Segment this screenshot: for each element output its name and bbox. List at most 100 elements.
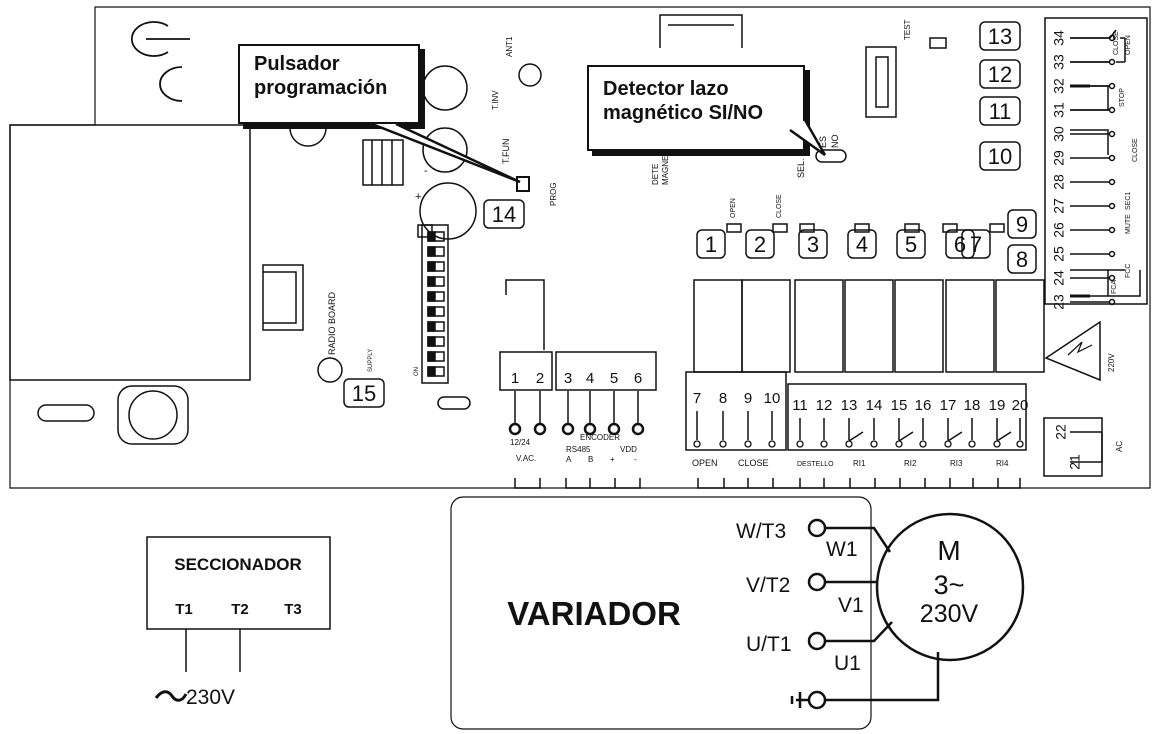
led <box>799 223 815 233</box>
v220-label: 220V <box>1107 353 1116 372</box>
relay <box>945 279 995 373</box>
numbered-box-label: 7 <box>970 232 982 257</box>
numbered-box-label: 6 <box>954 232 966 257</box>
numbered-box-6: 6 <box>945 229 975 259</box>
terminal-7: 7 <box>693 390 701 407</box>
magne-label: MAGNE <box>661 156 670 185</box>
variador-wt3: W/T3 <box>736 520 786 543</box>
dip-switch-bank[interactable] <box>421 224 449 384</box>
dip-switch-knob <box>427 276 436 287</box>
ac-tilde-icon <box>154 690 188 702</box>
motor-m: M <box>937 535 960 566</box>
numbered-box-8: 8 <box>1007 244 1037 274</box>
numbered-box-label: 1 <box>705 232 717 257</box>
terminal-screw <box>631 422 645 436</box>
es-label: ES <box>818 136 828 148</box>
led <box>854 223 870 233</box>
numbered-box-13: 13 <box>979 21 1021 51</box>
numbered-box-7: 7 <box>961 229 991 259</box>
dip-switch-knob <box>427 246 436 257</box>
terminal-10: 10 <box>764 390 781 407</box>
dip-switch-knob <box>427 351 436 362</box>
enc-plus-label: + <box>610 455 615 464</box>
led <box>772 223 788 233</box>
dip-on-label: ON <box>414 367 420 376</box>
numbered-box-label: 15 <box>352 381 376 406</box>
numbered-box-3: 3 <box>798 229 828 259</box>
callout-detector-lazo: Detector lazo magnético SI/NO <box>587 65 805 151</box>
destello-label: DESTELLO <box>797 461 834 468</box>
motor-voltage: 230V <box>920 600 979 628</box>
terminal-screw <box>508 422 522 436</box>
seccionador-t3: T3 <box>284 601 302 618</box>
ac-label: AC <box>1115 441 1124 452</box>
dip-switch-knob <box>427 336 436 347</box>
fuse-holder <box>37 404 95 422</box>
relay <box>844 279 894 373</box>
relay <box>995 279 1045 373</box>
terminal-screw <box>693 440 701 448</box>
terminal-15: 15 <box>891 397 908 414</box>
dip-switch-knob <box>427 231 436 242</box>
high-voltage-warning-icon <box>1044 320 1101 382</box>
numbered-box-label: 10 <box>988 144 1012 169</box>
terminal-1: 1 <box>511 370 519 387</box>
terminal-screw <box>768 440 776 448</box>
terminal-24: 24 <box>1051 270 1067 286</box>
terminal-19: 19 <box>989 397 1006 414</box>
numbered-box-label: 3 <box>807 232 819 257</box>
numbered-box-5: 5 <box>896 229 926 259</box>
enc-b-label: B <box>588 455 593 464</box>
terminal-screw <box>919 440 927 448</box>
numbered-box-10: 10 <box>979 141 1021 171</box>
terminal-screw <box>820 440 828 448</box>
variador-title: VARIADOR <box>507 595 681 632</box>
cap-minus: - <box>424 165 428 177</box>
no-label: NO <box>830 135 840 149</box>
terminal-17: 17 <box>940 397 957 414</box>
terminal-screw <box>944 440 952 448</box>
terminal-screw <box>719 440 727 448</box>
ant-label: ANT1 <box>505 36 514 57</box>
motor-circle <box>875 512 1025 662</box>
terminal-screw <box>583 422 597 436</box>
terminal-16: 16 <box>915 397 932 414</box>
terminal-screw <box>744 440 752 448</box>
terminal-screw <box>1108 154 1116 162</box>
cap-plus: + <box>415 191 421 203</box>
terminal-27: 27 <box>1051 198 1067 214</box>
terminal-screw <box>607 422 621 436</box>
terminal-screw <box>1108 274 1116 282</box>
terminal-9: 9 <box>744 390 752 407</box>
callout-loop-line2: magnético SI/NO <box>603 102 764 124</box>
numbered-box-1: 1 <box>696 229 726 259</box>
tinv-label: T.INV <box>491 90 500 110</box>
dip-switch-knob <box>427 291 436 302</box>
test-button[interactable] <box>929 37 947 49</box>
seldet-label: SEL. DET <box>796 137 806 178</box>
terminal-8: 8 <box>719 390 727 407</box>
loop-selector-switch[interactable] <box>815 149 847 163</box>
numbered-box-2: 2 <box>745 229 775 259</box>
numbered-box-label: 13 <box>988 24 1012 49</box>
terminal-22: 22 <box>1053 424 1069 440</box>
terminal-6: 6 <box>634 370 642 387</box>
terminal-28: 28 <box>1051 174 1067 190</box>
terminal-33: 33 <box>1051 54 1067 70</box>
dip-switch-knob <box>427 321 436 332</box>
terminal-2: 2 <box>536 370 544 387</box>
relay <box>741 279 791 373</box>
numbered-box-label: 9 <box>1016 212 1028 237</box>
terminal-screw <box>1108 226 1116 234</box>
motor-phase: 3~ <box>934 570 965 600</box>
numbered-box-label: 4 <box>856 232 868 257</box>
dip-switch-knob <box>427 306 436 317</box>
terminal-screw <box>1108 58 1116 66</box>
terminal-13: 13 <box>841 397 858 414</box>
out-close-label: CLOSE <box>738 458 769 468</box>
relay-contact <box>996 431 1012 442</box>
led <box>904 223 920 233</box>
seccionador-box <box>146 536 331 630</box>
numbered-box-11: 11 <box>979 96 1021 126</box>
prog-button[interactable] <box>516 176 530 192</box>
